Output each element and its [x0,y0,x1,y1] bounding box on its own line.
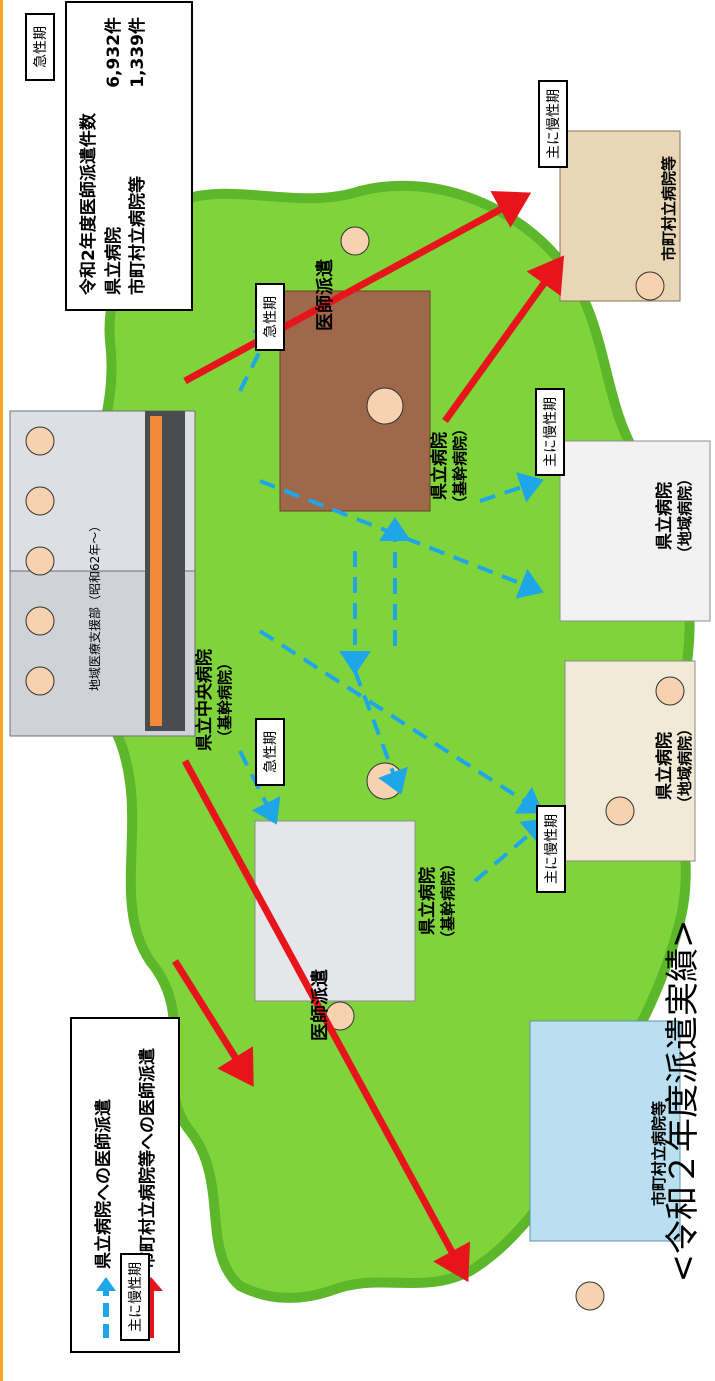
hospital-label-region-left: 県立病院 （地域病院） [655,721,695,811]
stats-row: 市町村立病院等 1,339件 [126,17,151,295]
phase-tag-chronic: 主に慢性期 [538,80,568,168]
red-arrow [172,959,254,1087]
phase-tag-chronic: 主に慢性期 [536,805,566,893]
patient-icon [366,387,404,425]
stats-title: 令和2年度医師派遣件数 [79,113,99,295]
stats-label: 市町村立病院等 [128,176,149,295]
blue-arrow [258,629,544,814]
hospital-building-region-right [559,440,711,622]
central-hospital-sub: （基幹病院） [216,655,235,746]
doctor-group [25,426,55,696]
hospital-sub: （基幹病院） [451,420,470,511]
stats-value: 1,339件 [128,17,149,88]
hospital-sub: （基幹病院） [439,855,458,946]
red-arrow [183,190,532,385]
blue-arrow [353,670,408,795]
hospital-building-key-left [254,820,416,1002]
municipal-building-left [529,1020,681,1242]
central-hospital-building [9,410,196,737]
hospital-building-region-left [564,660,696,862]
hospital-name: 県立病院 [430,432,450,500]
legend-red-label: 市町村立病院等への医師派遣 [138,1048,158,1269]
phase-tag-acute: 急性期 [255,283,285,351]
stats-row: 県立病院 6,932件 [102,17,127,295]
red-arrow [181,759,471,1283]
blue-arrow [479,472,544,503]
support-dept-label: 地域医療支援部（昭和62年～） [88,519,102,691]
stats-label: 県立病院 [103,227,124,295]
hospital-name: 県立病院 [655,732,675,800]
dispatch-label-right: 医師派遣 [315,259,336,331]
phase-tag-chronic: 主に慢性期 [120,1253,150,1341]
blue-arrow [473,818,549,883]
hospital-sub: （地域病院） [676,470,695,561]
hospital-name: 県立病院 [418,867,438,935]
doctor-icon [340,226,370,256]
hospital-label-region-right: 県立病院 （地域病院） [655,471,695,561]
hospital-name: 県立病院 [655,482,675,550]
municipal-label-right: 市町村立病院等 [660,155,678,261]
hospital-building-key-right [279,290,431,512]
patient-icon [605,796,635,826]
stats-box: 令和2年度医師派遣件数 県立病院 6,932件 市町村立病院等 1,339件 [65,1,193,311]
patient-icon [655,676,685,706]
hospital-label-key-left: 県立病院 （基幹病院） [418,856,458,946]
dispatch-label-left: 医師派遣 [310,969,331,1041]
phase-tag-acute: 急性期 [25,13,55,81]
hospital-label-key-right: 県立病院 （基幹病院） [430,421,470,511]
hospital-sub: （地域病院） [676,720,695,811]
municipal-label-left: 市町村立病院等 [650,1100,668,1206]
central-hospital-label: 県立中央病院 （基幹病院） [195,649,235,751]
phase-tag-acute: 急性期 [255,718,285,786]
patient-icon [635,271,665,301]
orange-side-bar [0,0,3,1381]
patient-icon [575,1281,605,1311]
legend-blue-label: 県立病院への医師派遣 [94,1099,114,1269]
municipal-building-right [559,130,681,302]
central-hospital-name: 県立中央病院 [195,649,215,751]
blue-arrow [238,750,281,825]
stats-value: 6,932件 [103,17,124,88]
legend-blue-arrowhead [96,1277,116,1291]
phase-tag-chronic: 主に慢性期 [535,388,565,476]
red-arrow [442,255,565,424]
